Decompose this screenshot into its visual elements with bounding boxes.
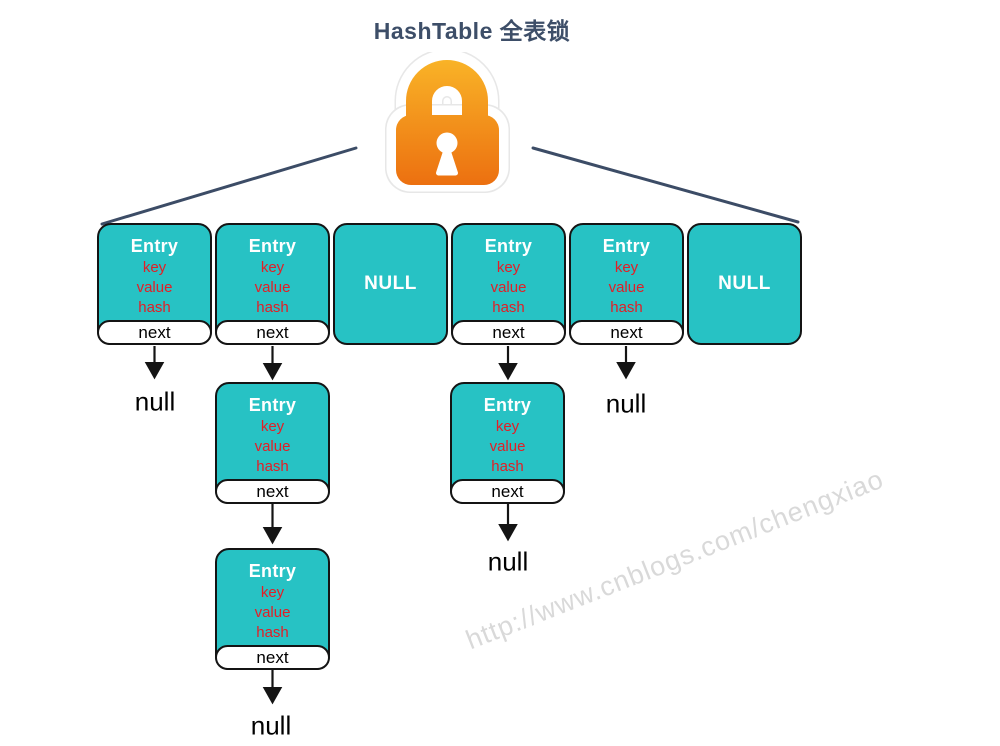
entry-field-value: value [608, 279, 645, 296]
entry-field-value: value [490, 279, 527, 296]
entry-field-value: value [254, 279, 291, 296]
null-cell-label: NULL [364, 273, 417, 294]
entry-field-key: key [260, 418, 285, 435]
entry-title: Entry [248, 395, 297, 415]
bucket-cell-1: Entry key value hash next [215, 223, 330, 345]
null-ref-bucket4: null [605, 388, 647, 419]
entry-title: Entry [130, 236, 179, 256]
lock-keyhole-stem [436, 144, 458, 176]
entry-field-hash: hash [256, 624, 289, 641]
entry-field-hash: hash [256, 458, 289, 475]
null-cell-label: NULL [718, 273, 771, 294]
next-pointer: next [450, 479, 565, 504]
entry-title: Entry [484, 236, 533, 256]
lock-connector-right [531, 146, 800, 224]
bucket-cell-0: Entry key value hash next [97, 223, 212, 345]
bucket-cell-2: NULL [333, 223, 448, 345]
lock-connector-left [100, 146, 358, 226]
next-label: next [256, 647, 289, 667]
next-pointer: next [569, 320, 684, 345]
next-label: next [256, 322, 289, 342]
entry-field-value: value [489, 438, 526, 455]
bucket-cell-3: Entry key value hash next [451, 223, 566, 345]
next-label: next [610, 322, 643, 342]
entry-field-key: key [260, 259, 285, 276]
entry-field-value: value [254, 604, 291, 621]
next-pointer: next [451, 320, 566, 345]
entry-field-key: key [614, 259, 639, 276]
entry-field-value: value [136, 279, 173, 296]
entry-field-hash: hash [491, 458, 524, 475]
bucket-cell-4: Entry key value hash next [569, 223, 684, 345]
entry-field-hash: hash [138, 299, 171, 316]
entry-title: Entry [248, 236, 297, 256]
entry-field-hash: hash [492, 299, 525, 316]
next-label: next [492, 322, 525, 342]
entry-title: Entry [483, 395, 532, 415]
entry-field-key: key [142, 259, 167, 276]
entry-field-key: key [496, 259, 521, 276]
next-label: next [491, 481, 524, 501]
bucket-cell-5: NULL [687, 223, 802, 345]
next-pointer: next [215, 645, 330, 670]
next-pointer: next [215, 479, 330, 504]
chain-entry-bucket1-level1: Entry key value hash next [215, 382, 330, 504]
page-title: HashTable 全表锁 [373, 18, 571, 44]
entry-title: Entry [248, 561, 297, 581]
lock-keyhole-circle [436, 132, 458, 154]
null-ref-bucket0: null [134, 386, 176, 417]
null-ref-bucket1: null [250, 710, 292, 741]
entry-field-key: key [495, 418, 520, 435]
entry-title: Entry [602, 236, 651, 256]
entry-field-hash: hash [610, 299, 643, 316]
null-ref-bucket3: null [487, 546, 529, 577]
entry-field-key: key [260, 584, 285, 601]
next-pointer: next [215, 320, 330, 345]
chain-entry-bucket3-level1: Entry key value hash next [450, 382, 565, 504]
padlock-icon [385, 52, 510, 193]
next-pointer: next [97, 320, 212, 345]
entry-field-hash: hash [256, 299, 289, 316]
lock-shackle [406, 60, 488, 124]
entry-field-value: value [254, 438, 291, 455]
chain-entry-bucket1-level2: Entry key value hash next [215, 548, 330, 670]
next-label: next [138, 322, 171, 342]
next-label: next [256, 481, 289, 501]
